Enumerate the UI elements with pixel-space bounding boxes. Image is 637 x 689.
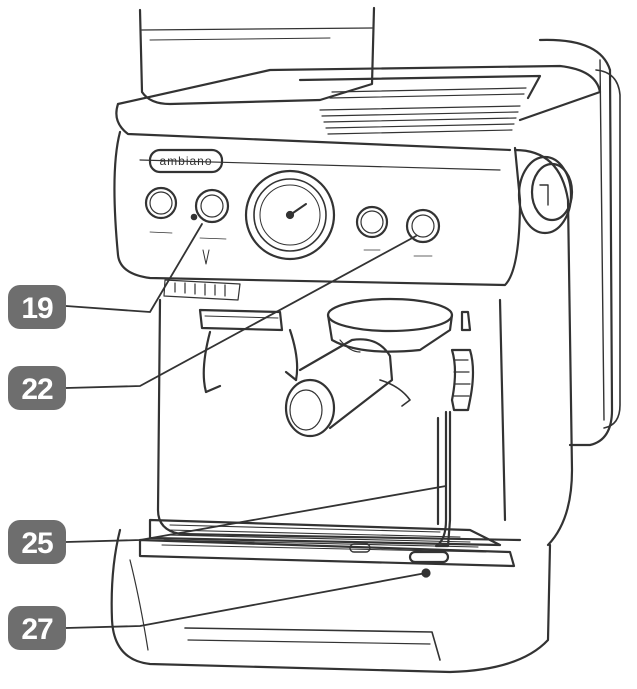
control-knobs bbox=[144, 186, 441, 265]
leader-25 bbox=[65, 485, 447, 543]
grind-size-knob bbox=[190, 188, 230, 224]
callout-number: 25 bbox=[21, 527, 53, 560]
brew-group bbox=[326, 297, 454, 353]
grinder-outlet bbox=[198, 308, 299, 394]
callout-badge-27: 27 bbox=[8, 606, 66, 650]
steam-wand bbox=[434, 310, 475, 548]
callout-badge-22: 22 bbox=[8, 366, 66, 410]
top-vents bbox=[319, 87, 527, 135]
callout-number: 22 bbox=[21, 373, 53, 406]
steam-knob bbox=[405, 208, 441, 244]
callout-badge-19: 19 bbox=[8, 285, 66, 329]
leader-22 bbox=[65, 235, 417, 389]
portafilter-handle bbox=[284, 338, 411, 438]
leader-19 bbox=[65, 223, 203, 313]
callout-number: 27 bbox=[21, 613, 53, 646]
brand-logo: ambiano bbox=[159, 154, 212, 168]
drip-tray bbox=[138, 518, 516, 578]
grind-scale bbox=[163, 279, 241, 301]
brand-plate bbox=[148, 148, 224, 174]
bean-hopper bbox=[138, 6, 376, 106]
callout-badge-25: 25 bbox=[8, 520, 66, 564]
side-dial bbox=[517, 155, 574, 235]
callout-leaders bbox=[65, 223, 447, 629]
callout-number: 19 bbox=[21, 292, 53, 325]
machine-housing bbox=[110, 38, 621, 674]
leader-27 bbox=[65, 572, 427, 629]
pressure-gauge-icon bbox=[244, 169, 336, 261]
